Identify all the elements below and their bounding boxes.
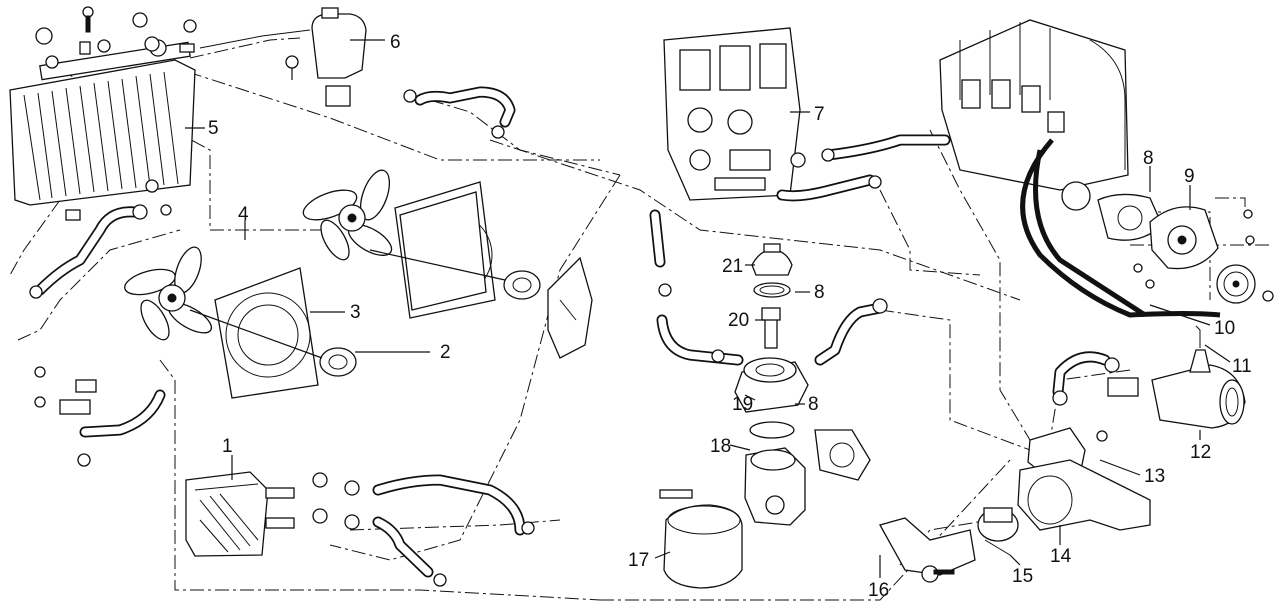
hose-clamps-top-left <box>35 6 197 55</box>
coolant-reservoir <box>199 7 367 107</box>
thermostat <box>977 507 1019 556</box>
oil-filter-stand <box>659 447 806 526</box>
water-pump-pulley <box>1216 264 1274 304</box>
callout-19: 19 <box>732 394 753 415</box>
oil-filter <box>663 504 743 589</box>
fan-shroud-rear <box>394 181 496 319</box>
callout-3: 3 <box>350 302 361 323</box>
callout-21: 21 <box>722 256 743 277</box>
callout-8-water-pump-gasket: 8 <box>1143 148 1154 169</box>
callout-16: 16 <box>868 580 889 601</box>
fan-shroud-front <box>214 267 319 399</box>
callout-7: 7 <box>814 104 825 125</box>
callout-20: 20 <box>728 310 749 331</box>
callout-13: 13 <box>1144 466 1165 487</box>
fan-blade-front <box>124 246 213 341</box>
oil-cooler-cap <box>751 243 793 276</box>
callout-14: 14 <box>1050 546 1072 567</box>
callout-6: 6 <box>390 32 401 53</box>
callout-10: 10 <box>1214 318 1235 339</box>
intake-heater-hoses <box>776 134 970 202</box>
callout-8-gasket: 8 <box>808 394 819 415</box>
coolant-outlet-pipe <box>1107 364 1246 429</box>
oil-cooler-o-ring <box>753 282 791 298</box>
intake-manifold-assembly <box>663 27 806 201</box>
callout-9: 9 <box>1184 166 1195 187</box>
callout-15: 15 <box>1012 566 1033 587</box>
water-pump <box>1133 197 1255 289</box>
cylinder-head <box>939 19 1129 211</box>
thermostat-housing-water-inlet <box>1017 427 1151 531</box>
temperature-sender <box>1189 325 1211 373</box>
lower-radiator-hose <box>29 204 148 299</box>
fan-motor-rear <box>369 249 541 300</box>
callout-17: 17 <box>628 550 649 571</box>
callout-2: 2 <box>440 342 451 363</box>
fan-blade-rear <box>302 169 393 261</box>
callout-8-o-ring: 8 <box>814 282 825 303</box>
oil-cooler-bolt <box>761 307 781 349</box>
heater-pipe-left <box>34 366 166 467</box>
callout-4: 4 <box>238 204 249 225</box>
callout-11: 11 <box>1232 356 1252 377</box>
upper-radiator-hose <box>403 86 516 139</box>
callout-12: 12 <box>1190 442 1211 463</box>
heater-hoses <box>312 472 535 587</box>
oil-cooler-gasket <box>749 421 871 481</box>
oil-cooler-hoses <box>649 209 888 366</box>
leader-lines <box>185 39 1231 578</box>
callout-labels: 1 2 3 4 5 6 7 8 8 8 9 10 11 12 13 14 15 … <box>208 32 1252 601</box>
bypass-hose <box>1052 351 1120 406</box>
radiator <box>9 39 196 221</box>
water-inlet-fitting <box>879 517 976 583</box>
callout-5: 5 <box>208 118 219 139</box>
callout-1: 1 <box>222 436 233 457</box>
callout-18: 18 <box>710 436 731 457</box>
fan-motor-front <box>189 309 357 377</box>
timing-belt <box>1020 138 1221 318</box>
heater-core <box>185 471 295 557</box>
fan-shield-plate <box>547 256 593 359</box>
